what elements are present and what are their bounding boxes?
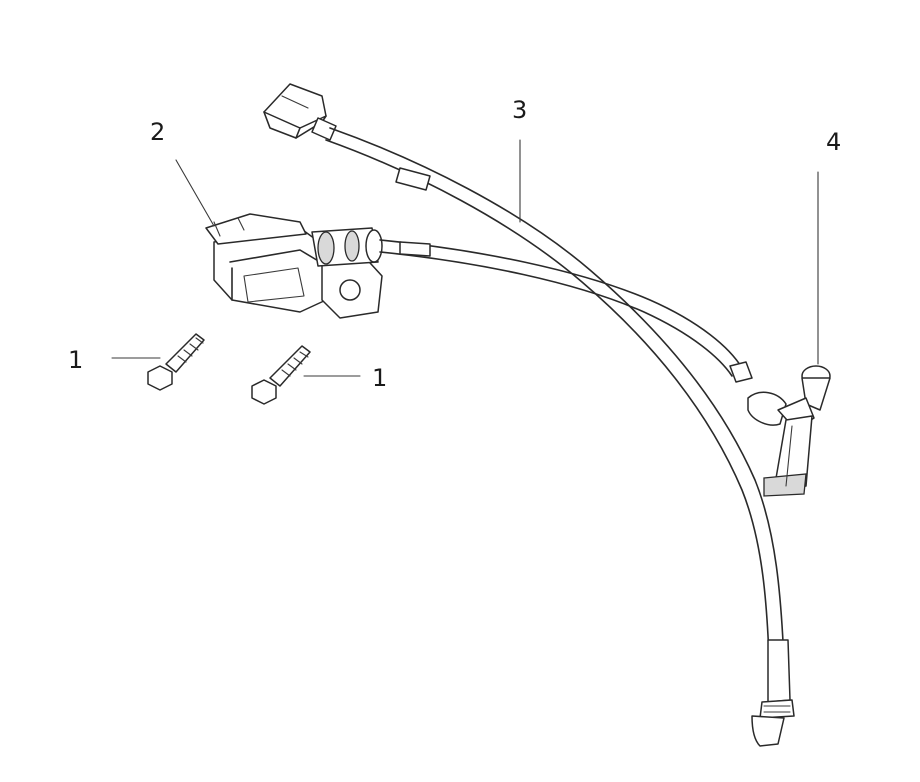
leader-line-coil — [175, 159, 215, 227]
bolt-left — [147, 333, 205, 391]
callout-bolt-left: 1 — [68, 346, 84, 374]
callout-spark-plug-cap: 4 — [826, 128, 842, 156]
callout-ignition-coil: 2 — [150, 118, 166, 146]
bolt-right — [251, 345, 311, 405]
leader-lines — [111, 139, 819, 377]
ignition-coil — [205, 213, 753, 383]
high-tension-lead — [263, 83, 795, 747]
callout-bolt-right: 1 — [372, 364, 388, 392]
spark-plug-cap — [747, 365, 831, 497]
callout-high-tension-lead: 3 — [512, 96, 528, 124]
